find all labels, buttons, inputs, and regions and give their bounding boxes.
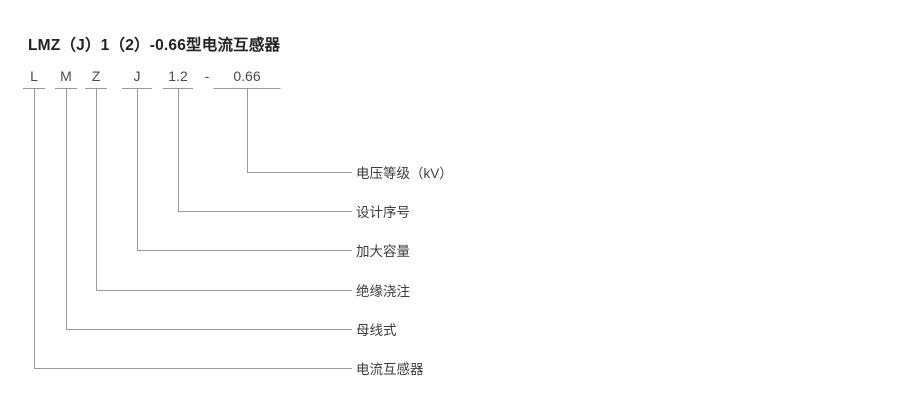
leader-horizontal-line-1 (247, 172, 352, 173)
leg-label-3: 加大容量 (356, 244, 410, 259)
leg-label-2: 设计序号 (356, 205, 410, 220)
leader-drop-line-5 (66, 88, 67, 329)
code-segment-3: Z (91, 68, 101, 84)
leader-drop-line-2 (178, 88, 179, 211)
code-segment-7: 0.66 (233, 68, 261, 84)
leader-horizontal-line-2 (178, 211, 352, 212)
leader-drop-line-6 (34, 88, 35, 368)
leg-label-4: 绝缘浇注 (356, 284, 410, 299)
code-segment-1: L (30, 68, 38, 84)
leader-drop-line-3 (137, 88, 138, 250)
leader-horizontal-line-4 (96, 290, 352, 291)
code-segment-4: J (133, 68, 141, 84)
page-title: LMZ（J）1（2）-0.66型电流互感器 (28, 37, 281, 54)
leg-label-6: 电流互感器 (356, 362, 424, 377)
leader-drop-line-1 (247, 88, 248, 172)
leader-horizontal-line-3 (137, 250, 352, 251)
leader-drop-line-4 (96, 88, 97, 290)
code-segment-2: M (60, 68, 72, 84)
leader-horizontal-line-6 (34, 368, 352, 369)
code-segment-5: 1.2 (168, 68, 188, 84)
leg-label-5: 母线式 (356, 323, 397, 338)
leg-label-1: 电压等级（kV） (356, 166, 453, 181)
code-segment-6: - (204, 68, 210, 84)
leader-horizontal-line-5 (66, 329, 352, 330)
